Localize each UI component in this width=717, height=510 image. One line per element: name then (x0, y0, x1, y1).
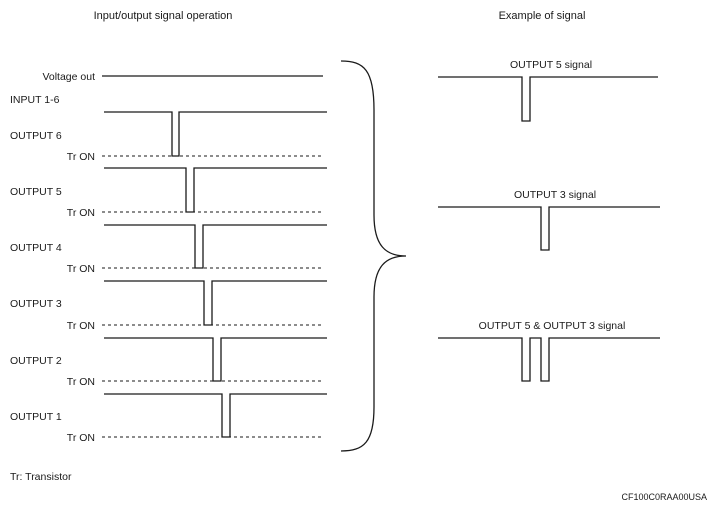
output-1-label: OUTPUT 1 (10, 411, 62, 423)
figure-code: CF100C0RAA00USA (621, 492, 707, 502)
footnote: Tr: Transistor (10, 471, 72, 483)
output-1-tr-on-label: Tr ON (67, 432, 95, 444)
curly-brace (340, 60, 407, 452)
output-1-waveform (104, 393, 327, 438)
output-2-waveform (104, 337, 327, 382)
output-3-tr-on-label: Tr ON (67, 320, 95, 332)
output-5-label: OUTPUT 5 (10, 186, 62, 198)
input-label: INPUT 1-6 (10, 94, 60, 106)
example-output-3-waveform (438, 206, 660, 251)
output-3-waveform (104, 280, 327, 326)
output-5-waveform (104, 167, 327, 213)
output-6-waveform (104, 111, 327, 157)
example-output-5-label: OUTPUT 5 signal (510, 59, 592, 71)
output-3-label: OUTPUT 3 (10, 298, 62, 310)
output-4-tr-on-label: Tr ON (67, 263, 95, 275)
output-2-label: OUTPUT 2 (10, 355, 62, 367)
example-output-3-label: OUTPUT 3 signal (514, 189, 596, 201)
output-4-waveform (104, 224, 327, 269)
output-2-tr-on-label: Tr ON (67, 376, 95, 388)
example-output-5-waveform (438, 76, 658, 122)
heading-right: Example of signal (499, 10, 586, 22)
output-6-tr-on-label: Tr ON (67, 151, 95, 163)
example-output-5-3-label: OUTPUT 5 & OUTPUT 3 signal (479, 320, 626, 332)
voltage-out-label: Voltage out (42, 71, 95, 83)
output-6-label: OUTPUT 6 (10, 130, 62, 142)
output-4-label: OUTPUT 4 (10, 242, 62, 254)
example-output-5-3-waveform (438, 337, 660, 382)
output-5-tr-on-label: Tr ON (67, 207, 95, 219)
heading-left: Input/output signal operation (94, 10, 233, 22)
